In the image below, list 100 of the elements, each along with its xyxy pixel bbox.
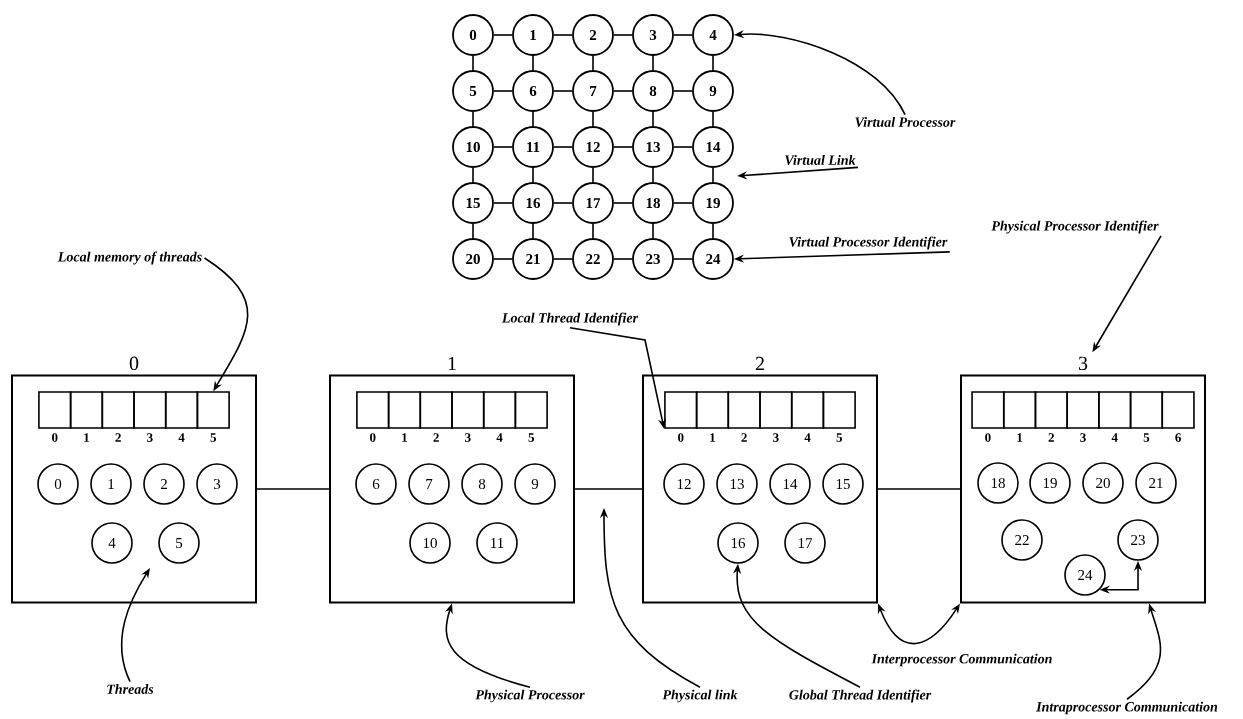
node-label: 4 <box>178 433 185 442</box>
memory-cell: 3 <box>451 391 485 442</box>
link-line <box>673 202 693 204</box>
node-label: 3 <box>147 433 153 442</box>
node-label: 0 <box>129 356 139 371</box>
memory-cell: 2 <box>727 391 761 442</box>
link-line <box>712 111 714 127</box>
link-line <box>673 34 693 36</box>
link-line <box>472 167 474 183</box>
link-line <box>553 258 573 260</box>
memory-cell: 2 <box>1034 391 1068 442</box>
node-label: 5 <box>210 433 217 442</box>
node-label: 2 <box>115 433 121 442</box>
node-label: 3 <box>1078 356 1088 371</box>
link-line <box>553 90 573 92</box>
node-label: 0 <box>678 433 684 442</box>
link-line <box>532 111 534 127</box>
link-line <box>652 167 654 183</box>
node-label: 2 <box>741 433 747 442</box>
memory-cell: 0 <box>356 391 390 442</box>
node-label: 1 <box>402 433 408 442</box>
memory-cell: 4 <box>482 391 517 442</box>
memory-cell: 3 <box>133 391 167 442</box>
node-label: 1 <box>1017 433 1023 442</box>
link-line <box>613 90 633 92</box>
node-label: 4 <box>496 433 503 442</box>
link-line <box>652 111 654 127</box>
memory-cell: 1 <box>695 391 730 442</box>
node-label: 2 <box>433 433 439 442</box>
memory-cell: 2 <box>101 391 135 442</box>
link-line <box>613 258 633 260</box>
link-line <box>472 55 474 71</box>
annotation-text: Global Thread Identifier <box>789 689 932 703</box>
node-label: 5 <box>836 433 843 442</box>
memory-cell: 0 <box>971 391 1005 442</box>
node-label: 3 <box>1080 433 1086 442</box>
memory-cell: 2 <box>419 391 453 442</box>
annotation-text: Physical link <box>662 689 738 703</box>
link-line <box>532 55 534 71</box>
link-line <box>493 34 513 36</box>
node-label: 0 <box>370 433 376 442</box>
link-line <box>532 223 534 239</box>
memory-cell: 0 <box>38 391 72 442</box>
link-line <box>493 90 513 92</box>
node-label: 4 <box>804 433 811 442</box>
node-label: 3 <box>773 433 779 442</box>
memory-cell: 5 <box>822 391 856 442</box>
memory-cell: 5 <box>514 391 548 442</box>
link-line <box>592 167 594 183</box>
link-line <box>712 167 714 183</box>
annotation-text: Local memory of threads <box>57 251 202 265</box>
annotation-text: Intraprocessor Communication <box>1036 701 1218 715</box>
link-line <box>472 223 474 239</box>
node-label: 0 <box>52 433 58 442</box>
node-label: 3 <box>465 433 471 442</box>
annotation-text: Physical Processor Identifier <box>991 220 1159 234</box>
link-line <box>712 223 714 239</box>
memory-cell: 3 <box>1066 391 1100 442</box>
link-line <box>592 111 594 127</box>
node-label: 4 <box>1111 433 1118 442</box>
annotation-text: Physical Processor <box>475 689 585 703</box>
annotation-text: Local Thread Identifier <box>501 312 639 326</box>
link-line <box>712 55 714 71</box>
link-line <box>673 146 693 148</box>
link-line <box>493 146 513 148</box>
memory-cell: 5 <box>196 391 230 442</box>
memory-cell: 5 <box>1129 391 1164 442</box>
node-label: 2 <box>755 356 764 371</box>
node-label: 6 <box>1175 433 1181 442</box>
link-line <box>613 34 633 36</box>
memory-cell: 1 <box>69 391 104 442</box>
link-line <box>553 34 573 36</box>
link-line <box>553 146 573 148</box>
link-line <box>652 223 654 239</box>
link-line <box>877 488 961 490</box>
memory-cell: 1 <box>387 391 422 442</box>
link-line <box>553 202 573 204</box>
annotation-text: Virtual Link <box>785 155 856 165</box>
link-line <box>532 167 534 183</box>
link-line <box>592 223 594 239</box>
link-line <box>613 146 633 148</box>
memory-cell: 1 <box>1002 391 1037 442</box>
link-line <box>613 202 633 204</box>
link-line <box>574 488 643 490</box>
link-line <box>493 258 513 260</box>
link-line <box>256 488 330 490</box>
node-label: 5 <box>1143 433 1150 442</box>
link-line <box>592 55 594 71</box>
memory-cell: 4 <box>790 391 825 442</box>
node-label: 1 <box>448 356 456 371</box>
node-label: 0 <box>985 433 991 442</box>
link-line <box>472 111 474 127</box>
link-line <box>673 258 693 260</box>
node-label: 5 <box>528 433 535 442</box>
edge-label: Interprocessor Communication <box>869 651 1055 669</box>
node-label: 1 <box>84 433 90 442</box>
link-line <box>673 90 693 92</box>
memory-cell: 4 <box>1098 391 1132 442</box>
memory-cell: 3 <box>759 391 793 442</box>
memory-cell: 6 <box>1161 391 1195 442</box>
